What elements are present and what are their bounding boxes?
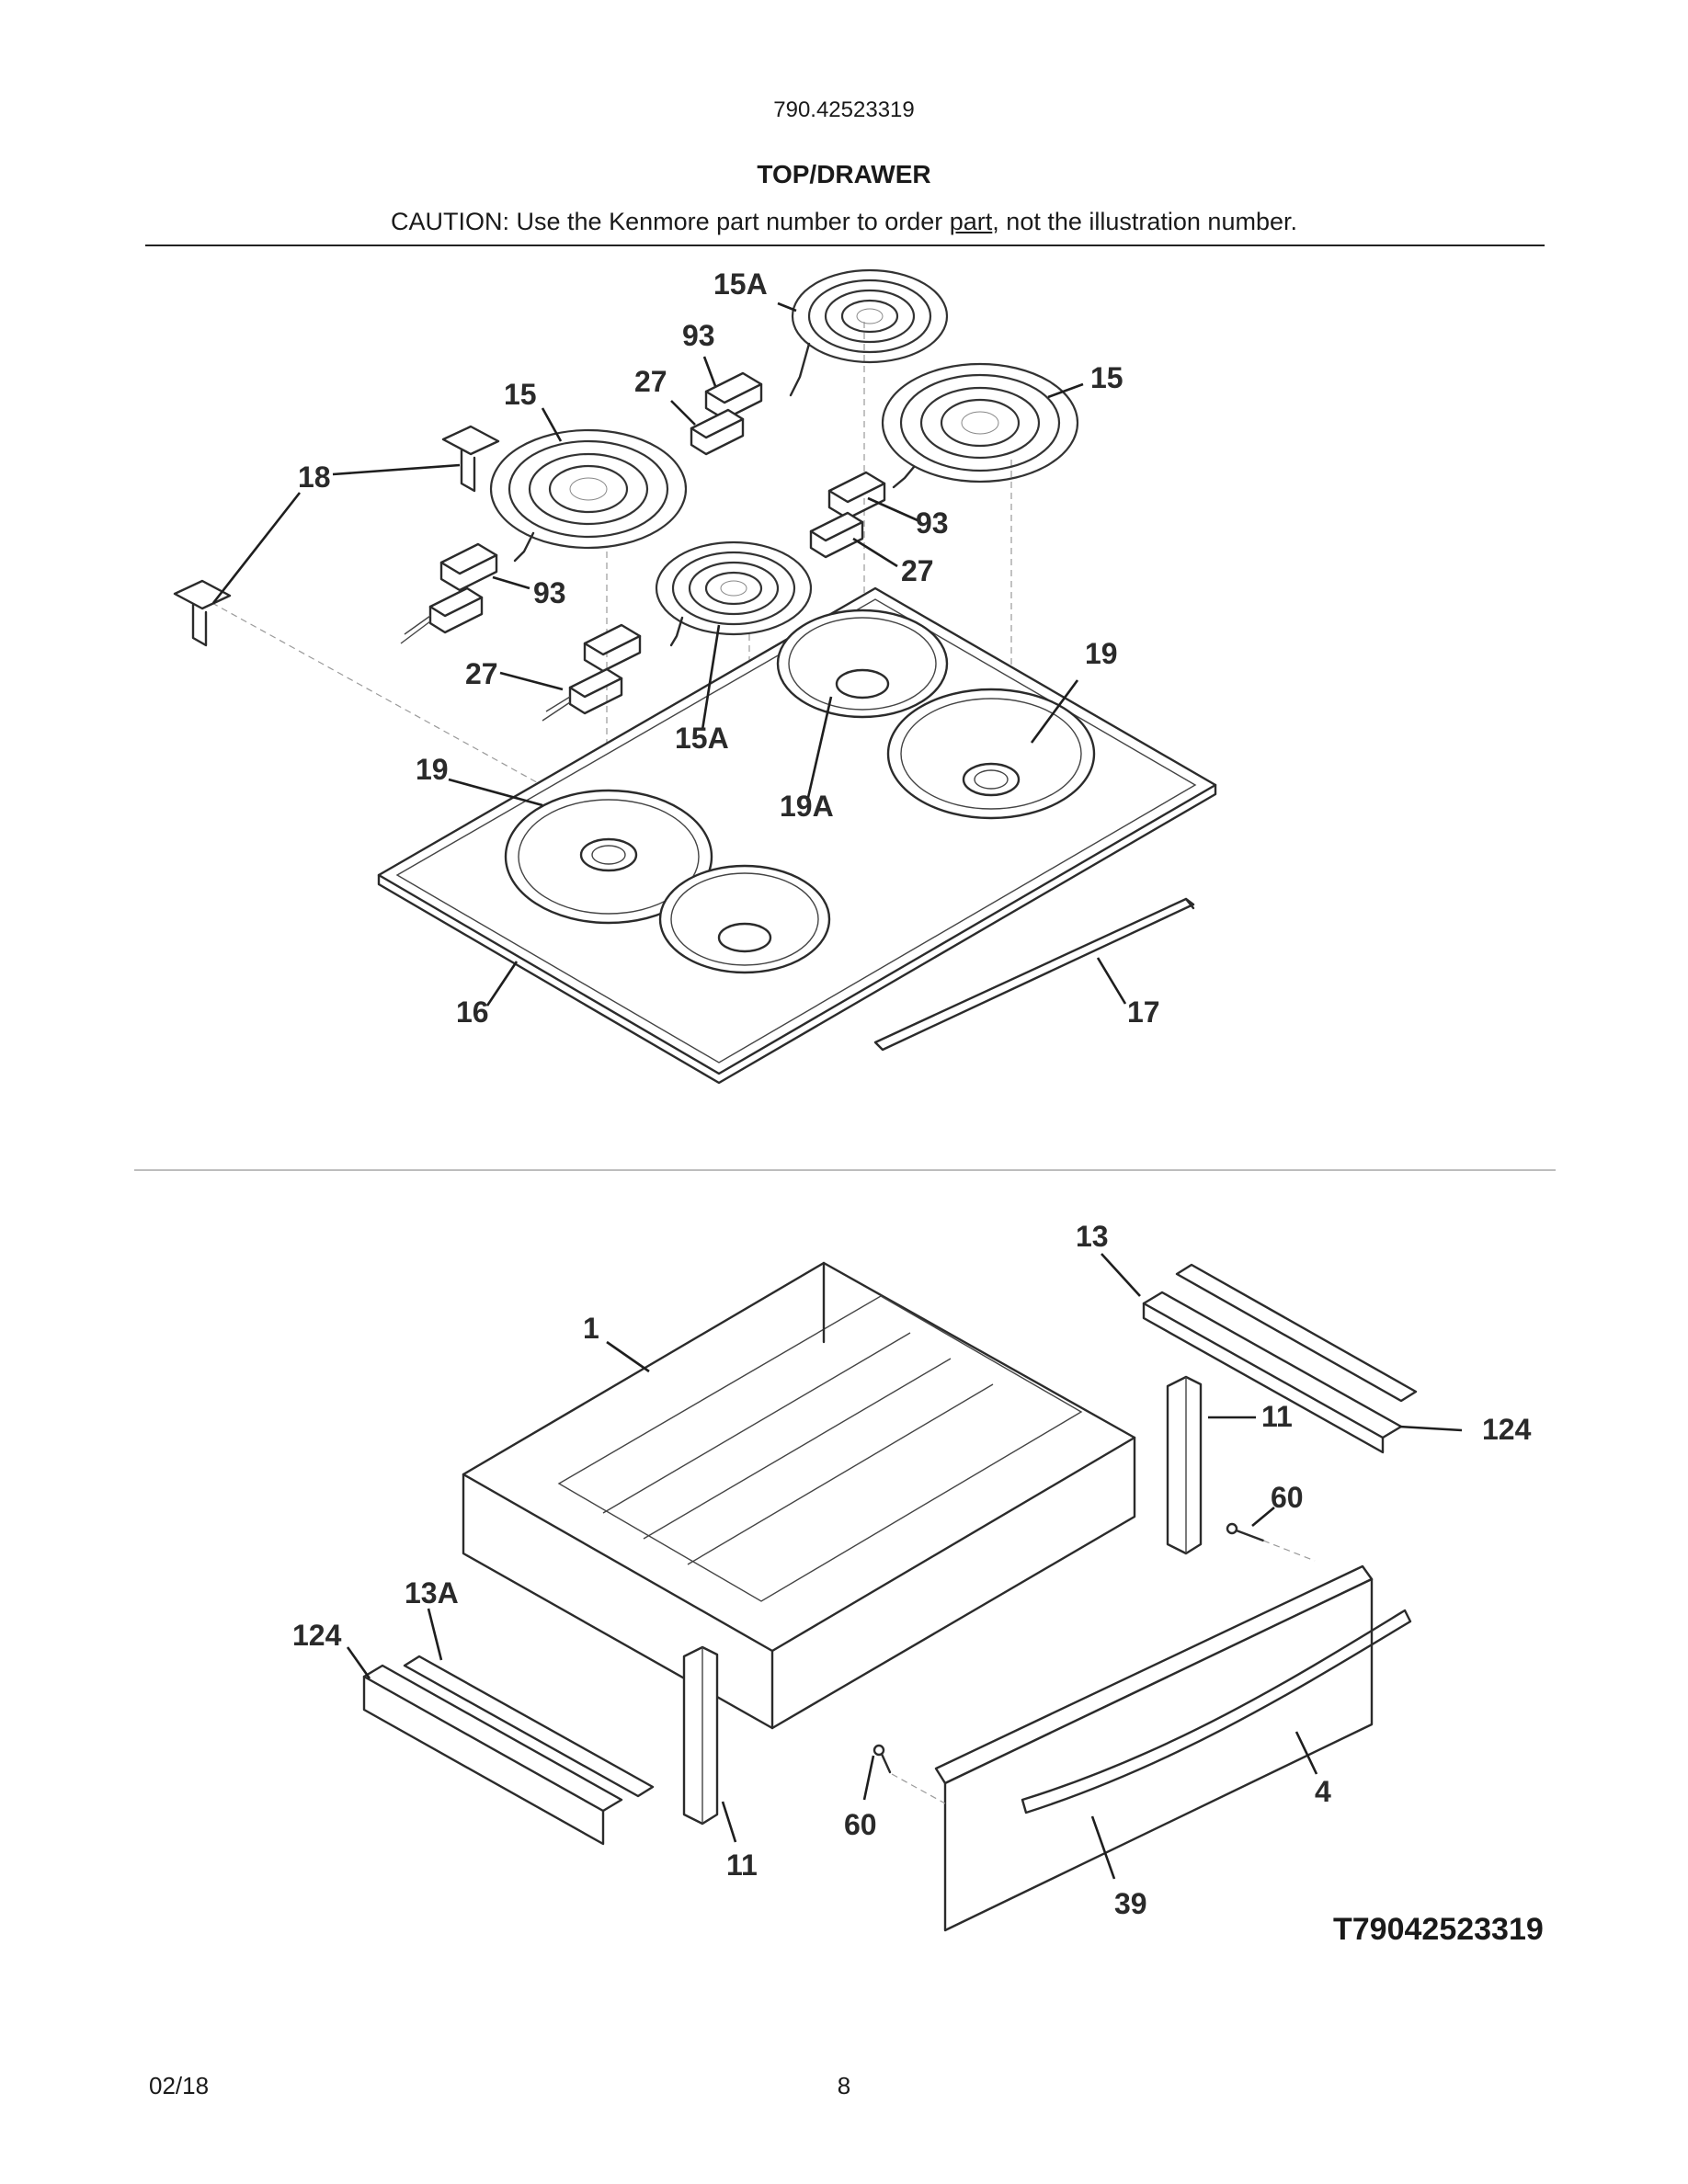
cooktop-assembly [173,268,1217,1085]
top-callout-drip-bowl-large: 19 [1085,637,1118,670]
top-callout-surface-element-large: 15 [504,378,537,411]
drip-bowl-rear [776,609,949,719]
drawer-callout-slide-rail: 124 [1482,1413,1532,1446]
drawer-callout-screw: 60 [844,1808,877,1841]
top-callout-element-bracket: 18 [298,461,331,494]
connector-rear [690,408,745,456]
section-divider [134,1169,1556,1171]
top-callout-terminal-block: 93 [682,319,715,352]
top-callout-cooktop: 16 [456,995,489,1029]
drawer-callout-drawer-slide-left: 13A [405,1576,459,1610]
diagram-code: T79042523319 [1333,1912,1544,1947]
element-bracket-front [173,579,232,647]
page-number: 8 [837,2072,851,2099]
top-callout-surface-element-large: 15 [1090,361,1123,394]
drawer-callout-drawer-body: 1 [583,1312,599,1345]
drawer-callout-screw: 60 [1271,1481,1304,1514]
drawer-bracket-right [1166,1375,1203,1555]
screw-right [1226,1522,1265,1542]
drawer-callout-drawer-handle: 39 [1114,1887,1147,1920]
drawer-callout-drawer-front: 4 [1315,1775,1331,1808]
terminal-block-front [583,623,642,673]
drawer-callout-drawer-slide-right: 13 [1076,1220,1109,1253]
drawer-callout-drawer-bracket: 11 [1261,1400,1293,1433]
top-callout-terminal-block: 93 [916,506,949,540]
drip-bowl-front [658,864,831,974]
element-bracket-rear [441,425,500,493]
connector-front [542,667,623,722]
terminal-block-left [439,542,498,592]
drawer-slide-right [1142,1263,1418,1454]
top-callout-drip-bowl-large: 19 [416,753,449,786]
surface-element-large-right [881,362,1079,489]
model-number: 790.42523319 [773,97,915,122]
caution-text-start: CAUTION: Use the Kenmore part number to … [391,208,950,235]
caution-text-end: , not the illustration number. [992,208,1297,235]
caution-note: CAUTION: Use the Kenmore part number to … [0,208,1688,236]
top-callout-surface-element-small: 15A [713,267,768,301]
section-title: TOP/DRAWER [757,160,931,188]
drawer-slide-left [362,1655,655,1846]
top-callout-trim-rod: 17 [1127,995,1160,1029]
drip-bowl-left [504,789,713,925]
drawer-bracket-left [682,1645,719,1826]
header-divider [145,245,1545,246]
caution-underlined-word: part [949,208,993,235]
drip-bowl-right [886,688,1096,820]
drawer-assembly [346,1253,1463,1932]
trim-rod [873,897,1195,1052]
screw-left [873,1744,892,1774]
drawer-callout-drawer-bracket: 11 [726,1848,758,1882]
drawer-callout-slide-rail: 124 [292,1619,342,1652]
drawer-front [934,1564,1374,1932]
surface-element-small-rear [789,268,949,397]
top-callout-wire-harness-connector: 27 [634,365,667,398]
top-callout-terminal-block: 93 [533,576,566,609]
drawer-body [462,1261,1136,1730]
top-callout-wire-harness-connector: 27 [901,554,934,587]
connector-right [809,511,864,559]
connector-left [400,586,484,644]
top-callout-wire-harness-connector: 27 [465,657,498,690]
footer-date: 02/18 [149,2072,210,2099]
top-callout-surface-element-small: 15A [675,722,729,755]
surface-element-large-left [489,428,688,563]
top-callout-drip-bowl-small: 19A [780,790,834,823]
drawer-handle [1021,1609,1412,1814]
terminal-block-right [827,471,886,520]
surface-element-small-front [655,540,813,647]
